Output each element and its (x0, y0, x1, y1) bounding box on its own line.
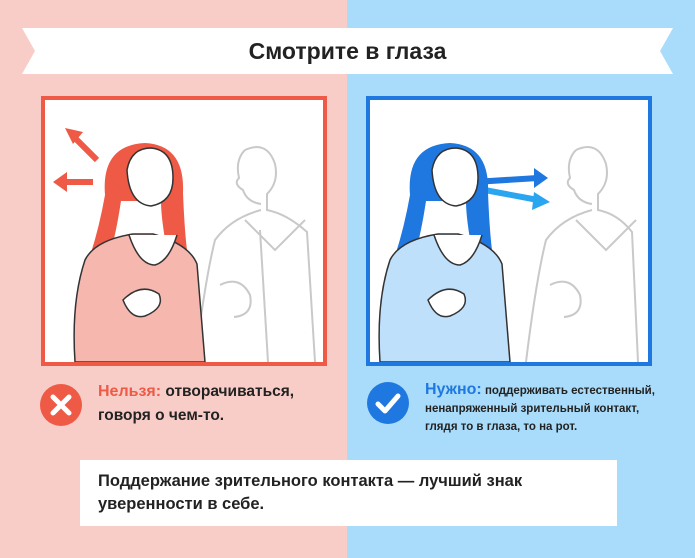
man-figure (525, 146, 639, 362)
footer-note: Поддержание зрительного контакта — лучши… (80, 460, 617, 526)
woman-figure (73, 143, 206, 362)
wrong-caption: Нельзя: отворачиваться, говоря о чем-то. (98, 380, 338, 428)
wrong-keyword: Нельзя: (98, 383, 162, 400)
man-figure (194, 146, 316, 362)
correct-keyword: Нужно: (425, 381, 482, 398)
woman-figure (378, 143, 511, 362)
correct-illustration-panel (366, 96, 652, 366)
page-title: Смотрите в глаза (248, 37, 447, 64)
correct-caption: Нужно: поддерживать естественный, ненапр… (425, 381, 665, 436)
title-ribbon: Смотрите в глаза (22, 28, 673, 74)
look-away-arrows-icon (53, 128, 100, 192)
cross-icon (40, 384, 82, 426)
wrong-illustration-panel (41, 96, 327, 366)
check-icon (367, 382, 409, 424)
wrong-text: отворачиваться, говоря о чем-то. (98, 383, 295, 424)
correct-text: поддерживать естественный, ненапряженный… (425, 385, 655, 433)
